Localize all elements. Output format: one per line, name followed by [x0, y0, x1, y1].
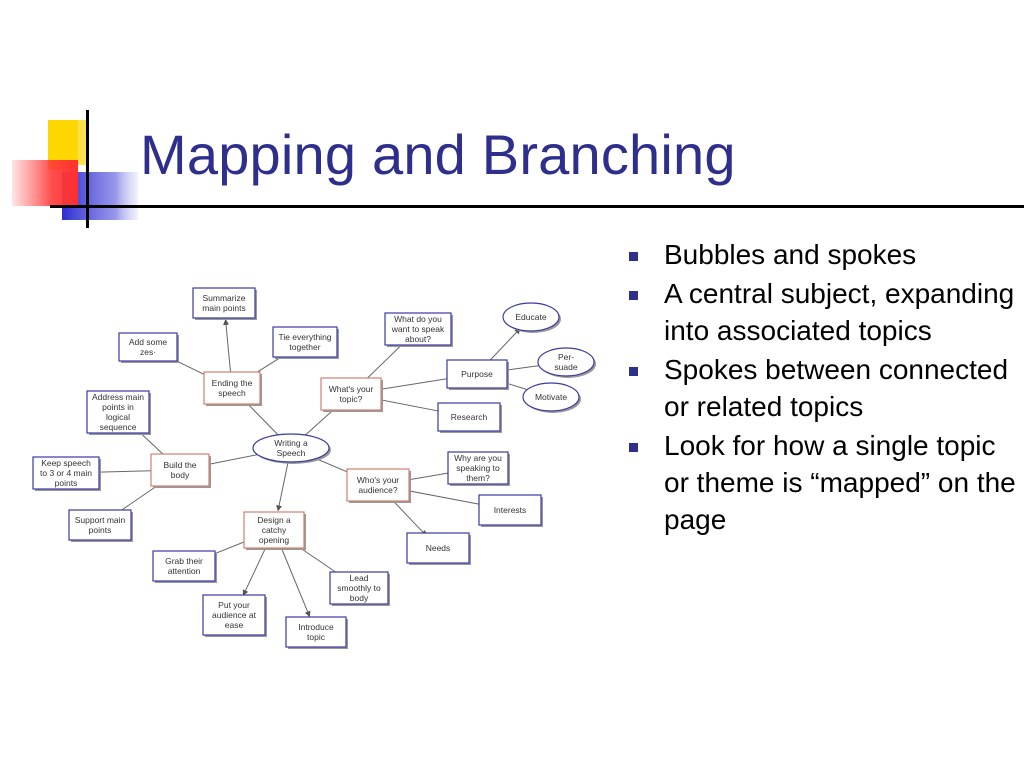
bullet-item: Bubbles and spokes [626, 236, 1016, 273]
map-node-label: Purpose [461, 369, 493, 379]
map-node-label: Research [451, 412, 488, 422]
map-node-motivate: Motivate [522, 382, 581, 413]
decorative-logo [12, 110, 138, 228]
map-node-research: Research [437, 402, 502, 433]
map-node-label: Educate [515, 312, 546, 322]
map-node-label: Needs [426, 543, 451, 553]
bullet-list: Bubbles and spokes A central subject, ex… [626, 236, 1016, 540]
map-node-label: Motivate [535, 392, 567, 402]
map-node-needs: Needs [406, 532, 471, 565]
map-node-persuade: Per-suade [537, 347, 596, 378]
bullet-item: A central subject, expanding into associ… [626, 275, 1016, 349]
bullet-item: Look for how a single topic or theme is … [626, 427, 1016, 538]
bullet-item: Spokes between connected or related topi… [626, 351, 1016, 425]
map-node-purpose: Purpose [446, 359, 509, 390]
map-node-label: Per-suade [554, 352, 577, 372]
map-node-educate: Educate [502, 302, 561, 333]
slide-title: Mapping and Branching [140, 123, 736, 186]
map-node-interests: Interests [478, 494, 543, 527]
title-divider [50, 205, 1024, 208]
logo-red-square [12, 160, 78, 206]
map-node-label: Interests [494, 505, 527, 515]
